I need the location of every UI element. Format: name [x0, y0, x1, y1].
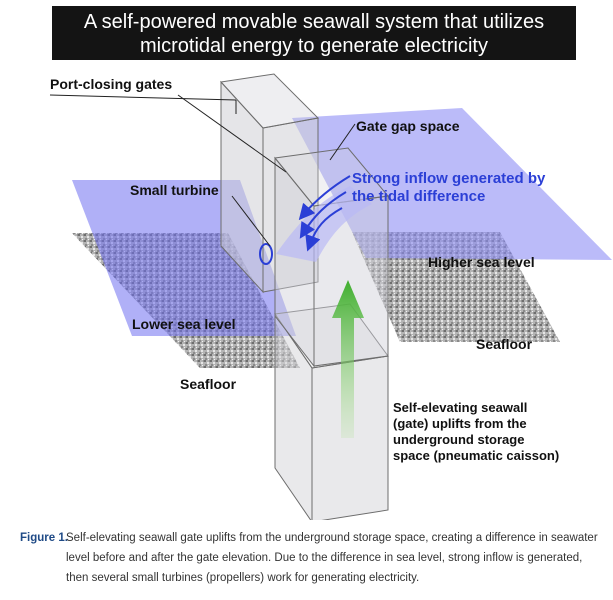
label-gate-line-2: (gate) uplifts from the: [393, 416, 527, 431]
title-line-2: microtidal energy to generate electricit…: [140, 35, 488, 57]
label-seafloor-right: Seafloor: [476, 336, 533, 352]
label-gate-line-3: underground storage: [393, 432, 525, 447]
small-turbine-icon: [259, 243, 273, 265]
label-gate-gap-space: Gate gap space: [356, 118, 460, 134]
gate-gap-box: [274, 147, 389, 368]
higher-sea-plane: [292, 108, 612, 260]
label-inflow-line-1: Strong inflow generated by: [352, 170, 546, 187]
diagram: A self-powered movable seawall system th…: [49, 6, 612, 524]
seafloor-right-area: [352, 232, 560, 342]
label-higher-sea-level: Higher sea level: [428, 254, 535, 270]
seawall-illustration: [49, 73, 612, 524]
label-inflow: Strong inflow generated by the tidal dif…: [352, 170, 545, 206]
label-inflow-line-2: the tidal difference: [352, 188, 486, 205]
title-banner: A self-powered movable seawall system th…: [52, 6, 576, 60]
figure-caption: Figure 1. Self-elevating seawall gate up…: [20, 528, 600, 588]
leader-lines: [49, 94, 356, 247]
flow-arrows: [298, 175, 351, 252]
caption-text: Self-elevating seawall gate uplifts from…: [66, 532, 598, 584]
caption-label: Figure 1.: [20, 532, 68, 544]
label-lower-sea-level: Lower sea level: [132, 316, 236, 332]
inflow-stream: [276, 186, 372, 262]
label-port-closing-gates: Port-closing gates: [50, 76, 173, 92]
label-small-turbine: Small turbine: [130, 182, 219, 198]
uplift-arrow: [332, 280, 364, 438]
label-seafloor-left: Seafloor: [180, 376, 237, 392]
title-line-1: A self-powered movable seawall system th…: [83, 11, 545, 33]
label-gate-line-4: space (pneumatic caisson): [393, 448, 560, 463]
label-self-elevating-gate: Self-elevating seawall (gate) uplifts fr…: [393, 400, 593, 464]
label-gate-line-1: Self-elevating seawall: [393, 400, 528, 415]
